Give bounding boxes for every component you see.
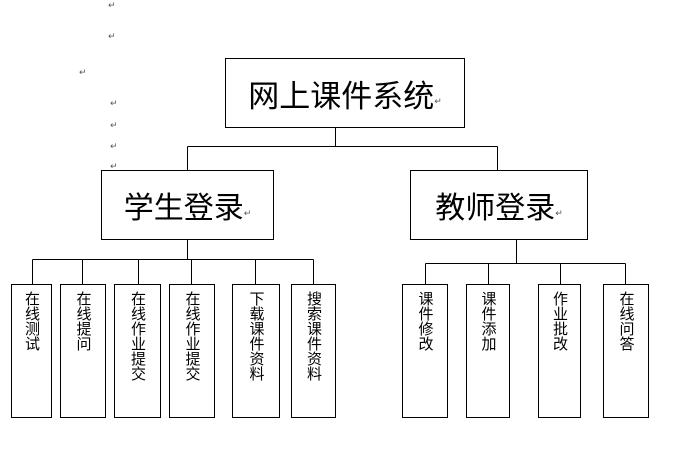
paragraph-mark: ↵ [110,121,118,131]
teacher-child-node: 作业批改 [538,284,581,418]
student-child-node: 搜索课件资料 [291,284,336,418]
node-label: 在线测试 [23,291,41,351]
node-label: 在线问答 [617,291,636,351]
teacher-login-label: 教师登录 [435,191,556,226]
teacher-login-node: 教师登录↵ [410,170,588,240]
paragraph-mark: ↵ [434,97,442,107]
node-label: 课件添加 [479,291,498,351]
paragraph-mark: ↵ [79,68,87,78]
paragraph-mark: ↵ [108,1,116,11]
teacher-child-node: 课件添加 [466,284,510,418]
node-label: 搜索课件资料 [305,291,323,381]
student-login-node: 学生登录↵ [101,170,274,240]
node-label: 在线提问 [74,291,93,351]
student-child-node: 在线测试 [11,284,52,418]
teacher-child-node: 在线问答 [603,284,649,418]
node-label: 在线作业提交 [129,291,147,381]
student-child-node: 在线作业提交 [114,284,161,418]
student-child-node: 下载课件资料 [232,284,280,418]
paragraph-mark: ↵ [108,32,116,42]
paragraph-mark: ↵ [110,99,118,109]
paragraph-mark: ↵ [243,209,252,219]
paragraph-mark: ↵ [110,162,118,172]
teacher-child-node: 课件修改 [402,284,448,418]
root-label: 网上课件系统 [248,78,435,115]
student-login-label: 学生登录 [123,191,244,226]
node-label: 作业批改 [551,291,569,351]
node-label: 下载课件资料 [247,291,266,381]
node-label: 在线作业提交 [183,291,202,381]
student-child-node: 在线作业提交 [169,284,215,418]
paragraph-mark: ↵ [110,142,118,152]
student-child-node: 在线提问 [60,284,106,418]
node-label: 课件修改 [416,291,435,351]
root-node: 网上课件系统↵ [225,58,465,128]
paragraph-mark: ↵ [555,209,563,219]
